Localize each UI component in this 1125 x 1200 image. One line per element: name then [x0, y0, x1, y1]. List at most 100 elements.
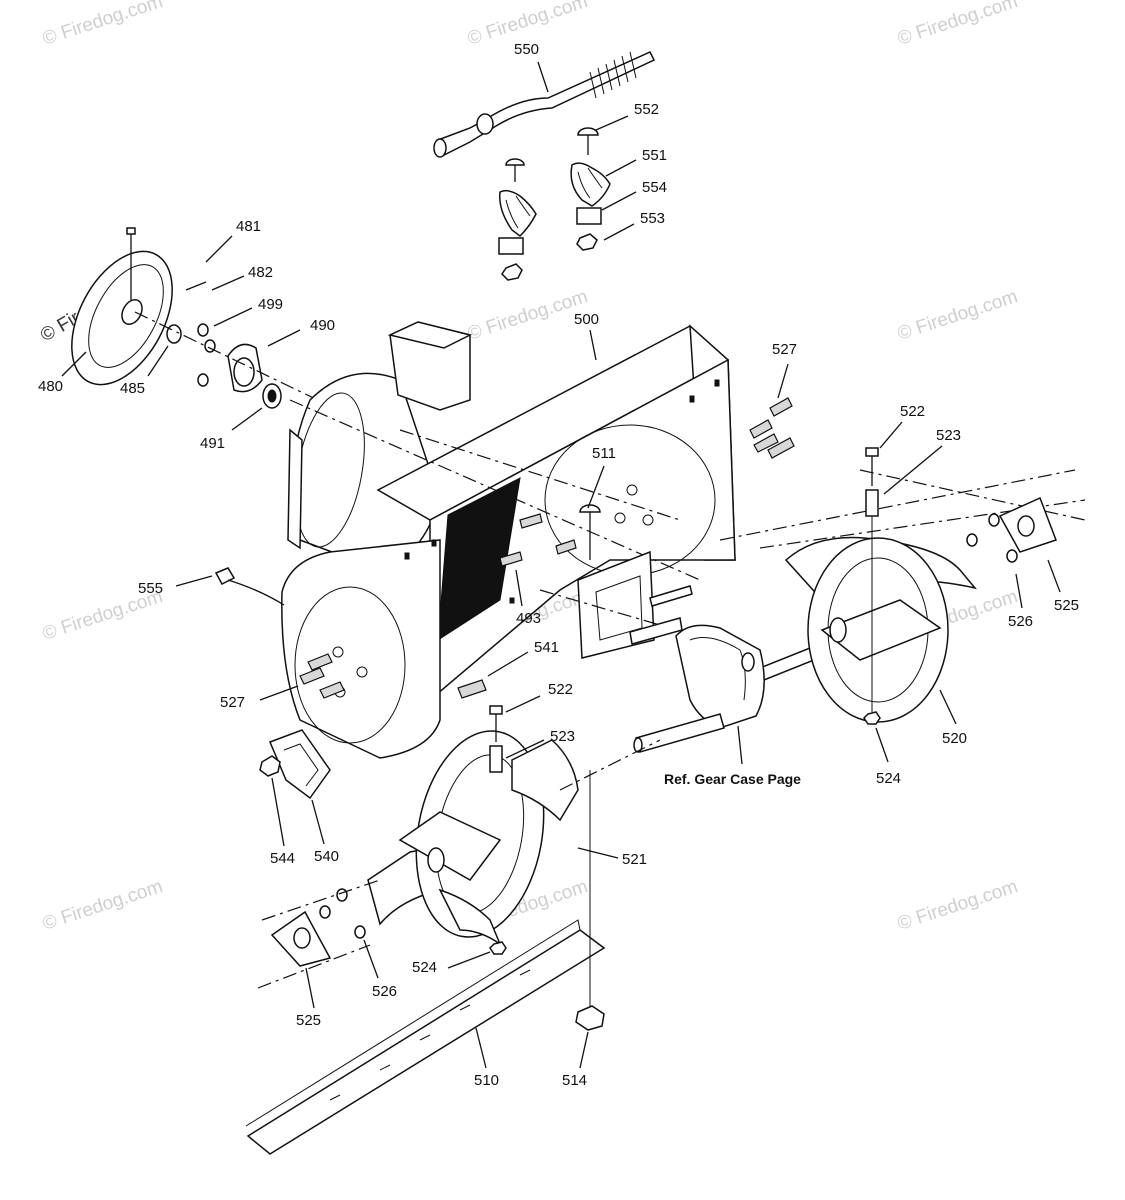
washer: [988, 513, 1000, 527]
pulley-groove: [88, 264, 164, 368]
leader-510: [475, 1027, 487, 1069]
gear-case-seam: [689, 637, 746, 701]
input-shaft: [635, 713, 725, 753]
callout-labels: 550 552 551 554 553 481 482 499 490 480 …: [38, 41, 1079, 1089]
plate-tab: [649, 585, 693, 607]
auger-blade-mid: [398, 811, 502, 881]
bolt-493: [499, 551, 523, 567]
gear-case: [675, 624, 765, 729]
leader-526b: [363, 939, 379, 979]
housing-slot: [509, 597, 515, 604]
callout-523: 523: [550, 728, 575, 745]
leader-527b: [259, 685, 299, 701]
bolt-527: [749, 419, 773, 439]
flange-bearing: [293, 927, 311, 949]
auger-left-521: [257, 705, 661, 989]
bolt-527: [307, 653, 333, 671]
scraper-bar-assembly: [245, 770, 606, 1155]
leader-552: [595, 115, 629, 131]
callout-520: 520: [942, 730, 967, 747]
bracket-edge: [577, 167, 603, 199]
leader-500: [589, 329, 597, 361]
slot: [459, 1004, 471, 1011]
left-side-bore: [294, 586, 406, 744]
slot: [379, 1064, 391, 1071]
auger-axis: [559, 739, 661, 791]
leader-551: [605, 159, 637, 177]
callout-499: 499: [258, 296, 283, 313]
callout-493: 493: [516, 610, 541, 627]
washer: [197, 373, 209, 387]
bolt-511: [579, 504, 601, 513]
nut-526: [354, 925, 366, 939]
nut-524: [863, 711, 881, 725]
bushing-485: [166, 324, 182, 344]
skid-inner: [283, 743, 319, 787]
leader-550: [537, 61, 549, 93]
watermark-text: © Firedog.com: [895, 0, 1020, 50]
housing-slot: [689, 395, 695, 403]
auger-hub: [427, 847, 445, 873]
housing-slot: [714, 379, 720, 387]
leader-524a: [875, 727, 889, 763]
leader-481: [205, 235, 233, 263]
callout-550: 550: [514, 41, 539, 58]
leader-ref: [737, 725, 743, 765]
leader-522a: [879, 421, 903, 449]
leader-lines: [61, 61, 1061, 1069]
scroll-flange: [287, 428, 303, 550]
crank-collar: [476, 113, 494, 135]
callout-544: 544: [270, 850, 295, 867]
leader-520: [939, 689, 957, 725]
callout-523: 523: [936, 427, 961, 444]
bolt-hole: [356, 666, 368, 678]
callout-552: 552: [634, 101, 659, 118]
leader-480: [61, 351, 87, 377]
callout-540: 540: [314, 848, 339, 865]
auger-axis: [859, 469, 1086, 521]
washer: [966, 533, 978, 547]
callout-480: 480: [38, 378, 63, 395]
leader-527a: [777, 363, 789, 399]
callout-551: 551: [642, 147, 667, 164]
leader-522b: [505, 695, 541, 713]
bolt-head: [505, 158, 525, 166]
gear-case-assembly: [539, 550, 835, 753]
leader-554: [601, 191, 637, 211]
callout-521: 521: [622, 851, 647, 868]
crank-spiral-end: [589, 51, 637, 99]
watermark-text: © Firedog.com: [895, 876, 1020, 935]
leader-555b: [227, 579, 285, 606]
chute-bracket: [499, 189, 537, 237]
auger-blade: [820, 599, 942, 661]
bolt-527: [769, 397, 793, 417]
bearing-bore: [267, 389, 277, 403]
auger-housing-500: [214, 321, 795, 759]
bolt-493: [519, 513, 543, 529]
leader-521: [577, 847, 619, 859]
callout-524: 524: [876, 770, 901, 787]
callout-553: 553: [640, 210, 665, 227]
housing-left-side: [281, 539, 441, 759]
bolt-527: [767, 437, 795, 459]
callout-526: 526: [372, 983, 397, 1000]
bolt-hole: [332, 646, 344, 658]
callout-525: 525: [296, 1012, 321, 1029]
auger-axis: [261, 879, 381, 921]
leader-541: [487, 651, 529, 677]
bolt-527: [299, 667, 325, 685]
callout-555: 555: [138, 580, 163, 597]
leader-555: [175, 575, 213, 587]
callout-525: 525: [1054, 597, 1079, 614]
gear-case-reference: Ref. Gear Case Page: [664, 771, 801, 787]
watermark-text: © Firedog.com: [40, 876, 165, 935]
hex-nut: [501, 263, 523, 281]
auger-axis: [257, 944, 371, 989]
bolt-493: [555, 539, 577, 555]
spacer-block: [498, 237, 524, 255]
callout-490: 490: [310, 317, 335, 334]
callout-522: 522: [900, 403, 925, 420]
slot: [519, 969, 531, 976]
washer: [336, 888, 348, 902]
watermark-text: © Firedog.com: [465, 286, 590, 345]
